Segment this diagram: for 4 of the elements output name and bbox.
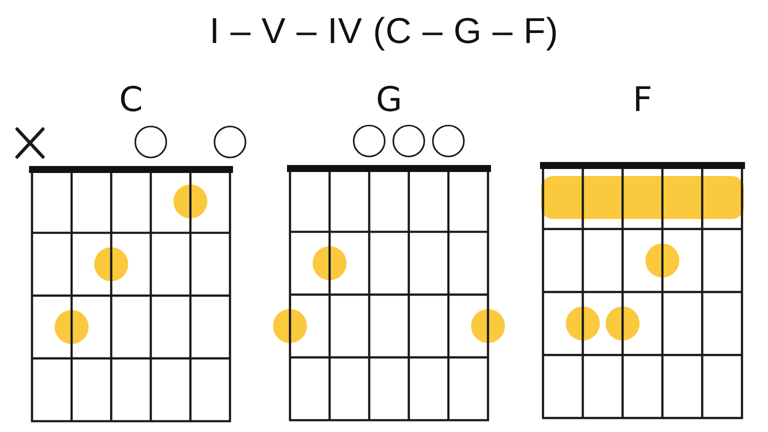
chord-name: C — [119, 82, 143, 118]
chord-name: F — [632, 82, 652, 118]
title: I – V – IV (C – G – F) — [209, 10, 559, 52]
chord-name: G — [376, 82, 402, 118]
